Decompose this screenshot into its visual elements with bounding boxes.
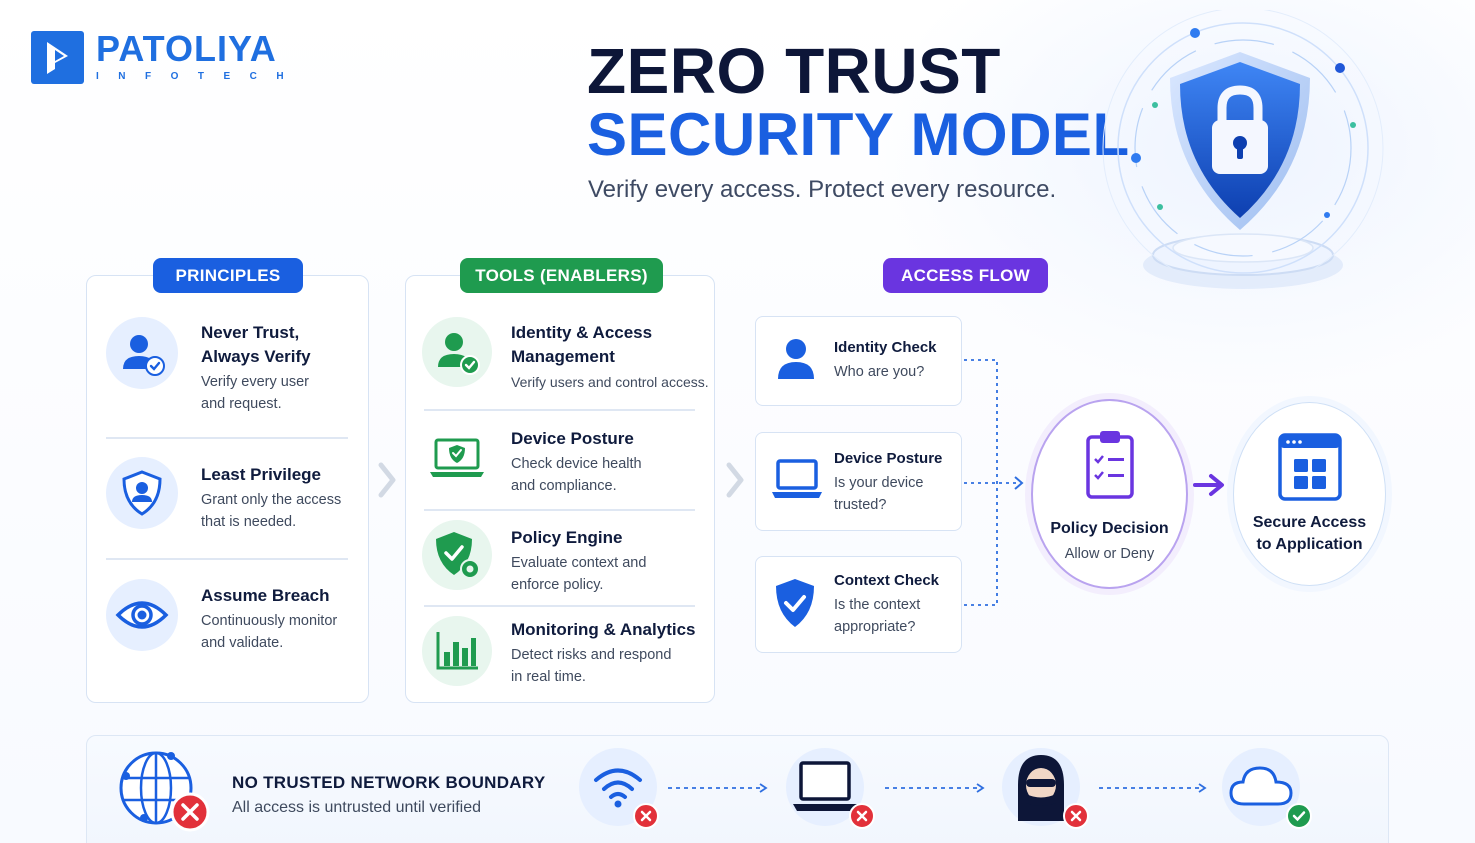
tool-desc: Check device health: [511, 456, 642, 472]
flow-connector: [964, 359, 1024, 606]
policy-decision-title: Policy Decision: [1050, 520, 1169, 537]
brand-logo[interactable]: PATOLIYA INFOTECH: [31, 31, 303, 84]
policy-decision-desc: Allow or Deny: [1064, 546, 1155, 562]
flow-check-desc: Who are you?: [834, 364, 925, 380]
flow-check-desc: appropriate?: [834, 619, 916, 635]
principle-item-never-trust: Never Trust, Always Verify Verify every …: [201, 321, 311, 415]
network-boundary-band: [86, 735, 1389, 843]
laptop-shield-icon: [422, 422, 492, 492]
principle-title: Never Trust,: [201, 323, 300, 342]
principles-label: PRINCIPLES: [153, 258, 303, 293]
divider: [106, 558, 348, 560]
divider: [424, 409, 695, 411]
chevron-right-icon: [376, 460, 398, 505]
flow-check-title: Device Posture: [834, 450, 943, 467]
flow-check-desc: Is your device: [834, 475, 924, 491]
tool-item-iam: Identity & Access Management Verify user…: [511, 321, 709, 393]
divider: [424, 605, 695, 607]
identity-check-card: [755, 316, 962, 406]
tool-desc: Detect risks and respond: [511, 647, 672, 663]
boundary-title: NO TRUSTED NETWORK BOUNDARY: [232, 773, 546, 792]
tool-desc: Verify users and control access.: [511, 374, 709, 390]
laptop-icon: [771, 458, 823, 505]
deny-badge-icon: [849, 803, 875, 829]
principle-title: Assume Breach: [201, 586, 330, 605]
device-posture-text: Device Posture Is your device trusted?: [834, 448, 942, 516]
principle-title: Least Privilege: [201, 465, 322, 484]
principle-item-assume-breach: Assume Breach Continuously monitor and v…: [201, 584, 337, 654]
tool-title: Identity & Access: [511, 323, 653, 342]
globe-network-icon: [116, 748, 212, 839]
app-grid-icon: [1277, 433, 1342, 506]
tool-desc: in real time.: [511, 669, 586, 685]
bar-chart-icon: [422, 616, 492, 686]
policy-decision-node: Policy Decision Allow or Deny: [1031, 399, 1188, 589]
page-title-line2: SECURITY MODEL: [587, 101, 1130, 168]
principle-desc: Grant only the access: [201, 492, 342, 508]
boundary-desc: All access is untrusted until verified: [232, 799, 481, 816]
tool-title: Management: [511, 347, 615, 366]
shield-gear-icon: [422, 520, 492, 590]
logo-mark-icon: [31, 31, 84, 84]
flow-check-desc: trusted?: [834, 497, 887, 513]
tool-desc: Evaluate context and: [511, 555, 647, 571]
principle-desc: Verify every user: [201, 374, 309, 390]
tool-item-monitoring: Monitoring & Analytics Detect risks and …: [511, 618, 696, 688]
tools-label: TOOLS (ENABLERS): [460, 258, 663, 293]
principle-desc: that is needed.: [201, 514, 297, 530]
tool-desc: enforce policy.: [511, 577, 604, 593]
access-flow-label: ACCESS FLOW: [883, 258, 1048, 293]
eye-icon: [106, 579, 178, 651]
tool-title: Monitoring & Analytics: [511, 620, 696, 639]
principle-title: Always Verify: [201, 347, 311, 366]
chevron-right-icon: [724, 460, 746, 505]
dashed-arrow-icon: [668, 783, 768, 793]
tool-title: Device Posture: [511, 429, 634, 448]
context-check-text: Context Check Is the context appropriate…: [834, 570, 939, 638]
tool-title: Policy Engine: [511, 528, 623, 547]
principle-desc: and validate.: [201, 635, 284, 651]
shield-check-icon: [773, 577, 817, 634]
page-subtitle: Verify every access. Protect every resou…: [588, 176, 1057, 203]
dashed-arrow-icon: [1099, 783, 1207, 793]
user-icon: [776, 338, 816, 385]
identity-check-text: Identity Check Who are you?: [834, 337, 937, 383]
secure-access-title: to Application: [1256, 536, 1363, 553]
page-title-line1: ZERO TRUST: [587, 35, 1001, 107]
deny-badge-icon: [1063, 803, 1089, 829]
principle-item-least-privilege: Least Privilege Grant only the access th…: [201, 463, 341, 533]
hacker-icon: [1002, 748, 1080, 826]
deny-badge-icon: [633, 803, 659, 829]
user-check-icon: [106, 317, 178, 389]
arrow-right-icon: [1193, 472, 1227, 503]
shield-user-icon: [106, 457, 178, 529]
dashed-arrow-icon: [885, 783, 985, 793]
flow-check-desc: Is the context: [834, 597, 921, 613]
flow-check-title: Context Check: [834, 572, 940, 589]
wifi-icon: [579, 748, 657, 826]
divider: [106, 437, 348, 439]
user-verified-icon: [422, 317, 492, 387]
divider: [424, 509, 695, 511]
flow-check-title: Identity Check: [834, 339, 937, 356]
allow-badge-icon: [1286, 803, 1312, 829]
clipboard-check-icon: [1084, 429, 1136, 506]
shield-lock-icon: [1095, 7, 1395, 310]
tool-desc: and compliance.: [511, 478, 617, 494]
tool-item-policy-engine: Policy Engine Evaluate context and enfor…: [511, 526, 646, 596]
principle-desc: Continuously monitor: [201, 613, 338, 629]
secure-access-node: Secure Access to Application: [1233, 402, 1386, 586]
tool-item-device-posture: Device Posture Check device health and c…: [511, 427, 642, 497]
brand-name: PATOLIYA: [96, 28, 277, 69]
principle-desc: and request.: [201, 396, 282, 412]
brand-tagline: INFOTECH: [96, 71, 304, 82]
secure-access-title: Secure Access: [1252, 514, 1367, 531]
